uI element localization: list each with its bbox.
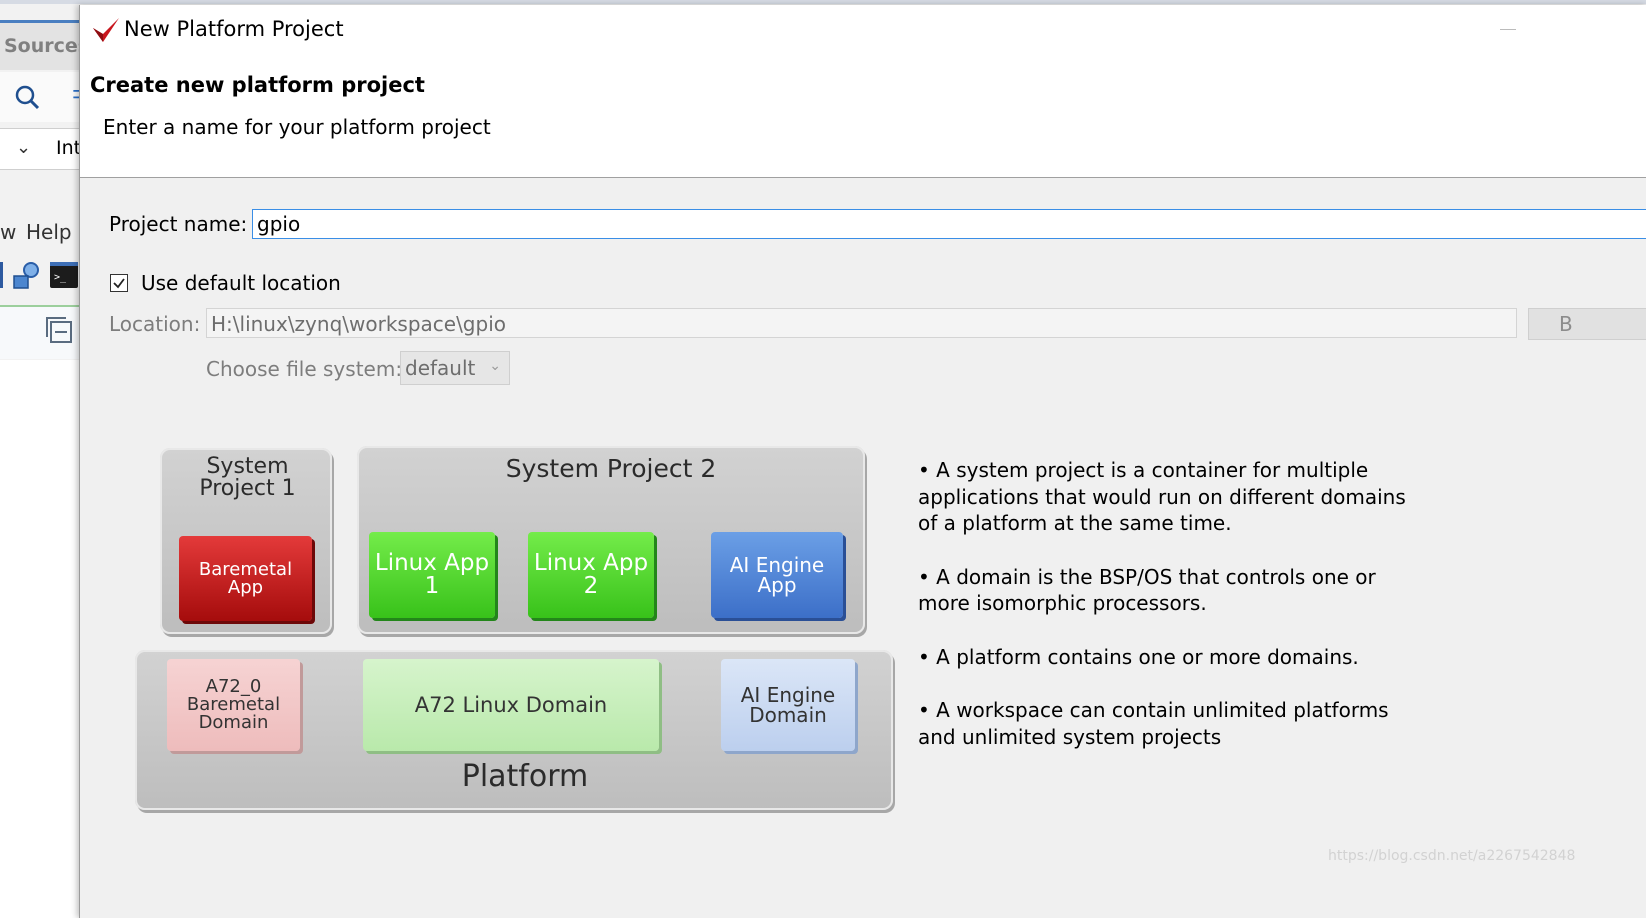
restore-icon[interactable] [46, 317, 72, 343]
system-project-1-label: System Project 1 [199, 454, 296, 501]
bullet-workspace: • A workspace can contain unlimited plat… [918, 698, 1389, 749]
bullet-system-project: • A system project is a container for mu… [918, 458, 1406, 535]
sources-tab-label: Sources [4, 35, 90, 57]
page-heading: Create new platform project [90, 73, 425, 97]
baremetal-domain-block: A72_0 Baremetal Domain [167, 659, 300, 751]
project-name-label: Project name: [109, 212, 248, 236]
ide-content-area [0, 360, 83, 918]
minimized-panel [0, 305, 83, 359]
project-name-input[interactable] [252, 209, 1646, 239]
use-default-location-label[interactable]: Use default location [141, 271, 341, 295]
main-toolbar: >_ [0, 258, 83, 294]
sources-tab[interactable]: Sources [0, 20, 89, 70]
svg-text:>_: >_ [54, 272, 67, 283]
debug-connect-icon[interactable] [11, 260, 43, 290]
baremetal-domain-label: A72_0 Baremetal Domain [186, 676, 281, 733]
dialog-title: New Platform Project [124, 17, 344, 41]
ai-engine-domain-label: AI Engine Domain [740, 683, 836, 727]
watermark: https://blog.csdn.net/a2267542848 [1328, 848, 1576, 864]
chevron-down-icon: ⌄ [489, 358, 501, 374]
info-bullets: • A system project is a container for mu… [918, 457, 1418, 777]
use-default-location-checkbox[interactable] [110, 274, 128, 292]
menu-item-window[interactable]: w [0, 220, 17, 244]
terminal-icon[interactable]: >_ [50, 262, 78, 288]
minimize-button[interactable] [1500, 29, 1516, 30]
browse-button[interactable]: B [1528, 308, 1646, 340]
page-description: Enter a name for your platform project [103, 115, 491, 139]
dialog-titlebar[interactable]: New Platform Project [80, 5, 1646, 57]
ai-engine-app-block: AI Engine App [711, 532, 843, 618]
file-system-select[interactable]: default ⌄ [400, 351, 510, 385]
linux-domain-block: A72 Linux Domain [363, 659, 659, 751]
menubar: w Help [0, 218, 83, 248]
file-system-value: default [405, 356, 476, 380]
vitis-logo-icon [93, 18, 119, 42]
hierarchy-combo[interactable]: ⌄ Inte [0, 128, 93, 170]
bullet-platform: • A platform contains one or more domain… [918, 644, 1359, 669]
linux-app-2-label: Linux App 2 [533, 550, 649, 599]
search-icon[interactable] [14, 84, 42, 112]
location-input[interactable]: H:\linux\zynq\workspace\gpio [206, 308, 1517, 338]
system-project-2-label: System Project 2 [505, 454, 717, 483]
ai-engine-app-label: AI Engine App [729, 553, 825, 597]
sources-toolbar: ⇉ [0, 72, 90, 122]
dialog-banner: Create new platform project Enter a name… [80, 57, 1646, 178]
linux-app-2-block: Linux App 2 [528, 532, 654, 618]
linux-app-1-label: Linux App 1 [374, 550, 490, 599]
baremetal-app-block: Baremetal App [179, 536, 312, 621]
file-system-label: Choose file system: [206, 357, 403, 381]
toolbar-separator [0, 262, 3, 288]
location-label: Location: [109, 312, 201, 336]
ai-engine-domain-block: AI Engine Domain [721, 659, 855, 751]
checkmark-icon [113, 278, 125, 289]
top-border [0, 0, 1646, 4]
platform-label: Platform [461, 759, 589, 794]
chevron-down-icon: ⌄ [16, 137, 32, 158]
platform-diagram: Platform System Project 1 System Project… [135, 438, 905, 818]
linux-domain-label: A72 Linux Domain [414, 692, 608, 717]
bullet-domain: • A domain is the BSP/OS that controls o… [918, 564, 1376, 616]
new-platform-project-dialog: New Platform Project Create new platform… [79, 5, 1646, 918]
menu-item-help[interactable]: Help [26, 220, 72, 244]
baremetal-app-label: Baremetal App [198, 558, 293, 598]
linux-app-1-block: Linux App 1 [369, 532, 495, 618]
